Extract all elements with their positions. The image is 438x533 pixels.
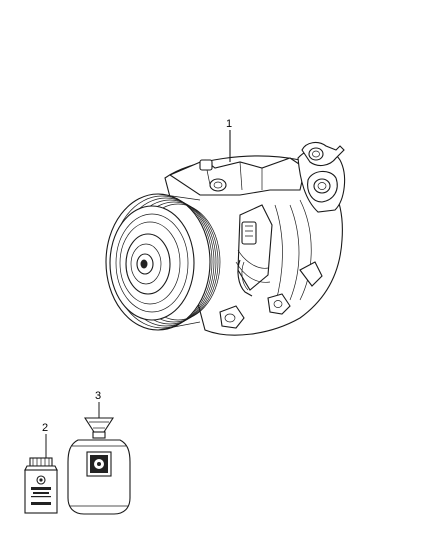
callout-1-label: 1 <box>226 118 232 130</box>
callout-3-label: 3 <box>95 390 101 402</box>
ac-compressor-icon <box>105 141 346 336</box>
callout-2-label: 2 <box>42 422 48 434</box>
oil-bottle-icon <box>24 457 58 514</box>
refrigerant-canister-icon <box>67 417 131 515</box>
